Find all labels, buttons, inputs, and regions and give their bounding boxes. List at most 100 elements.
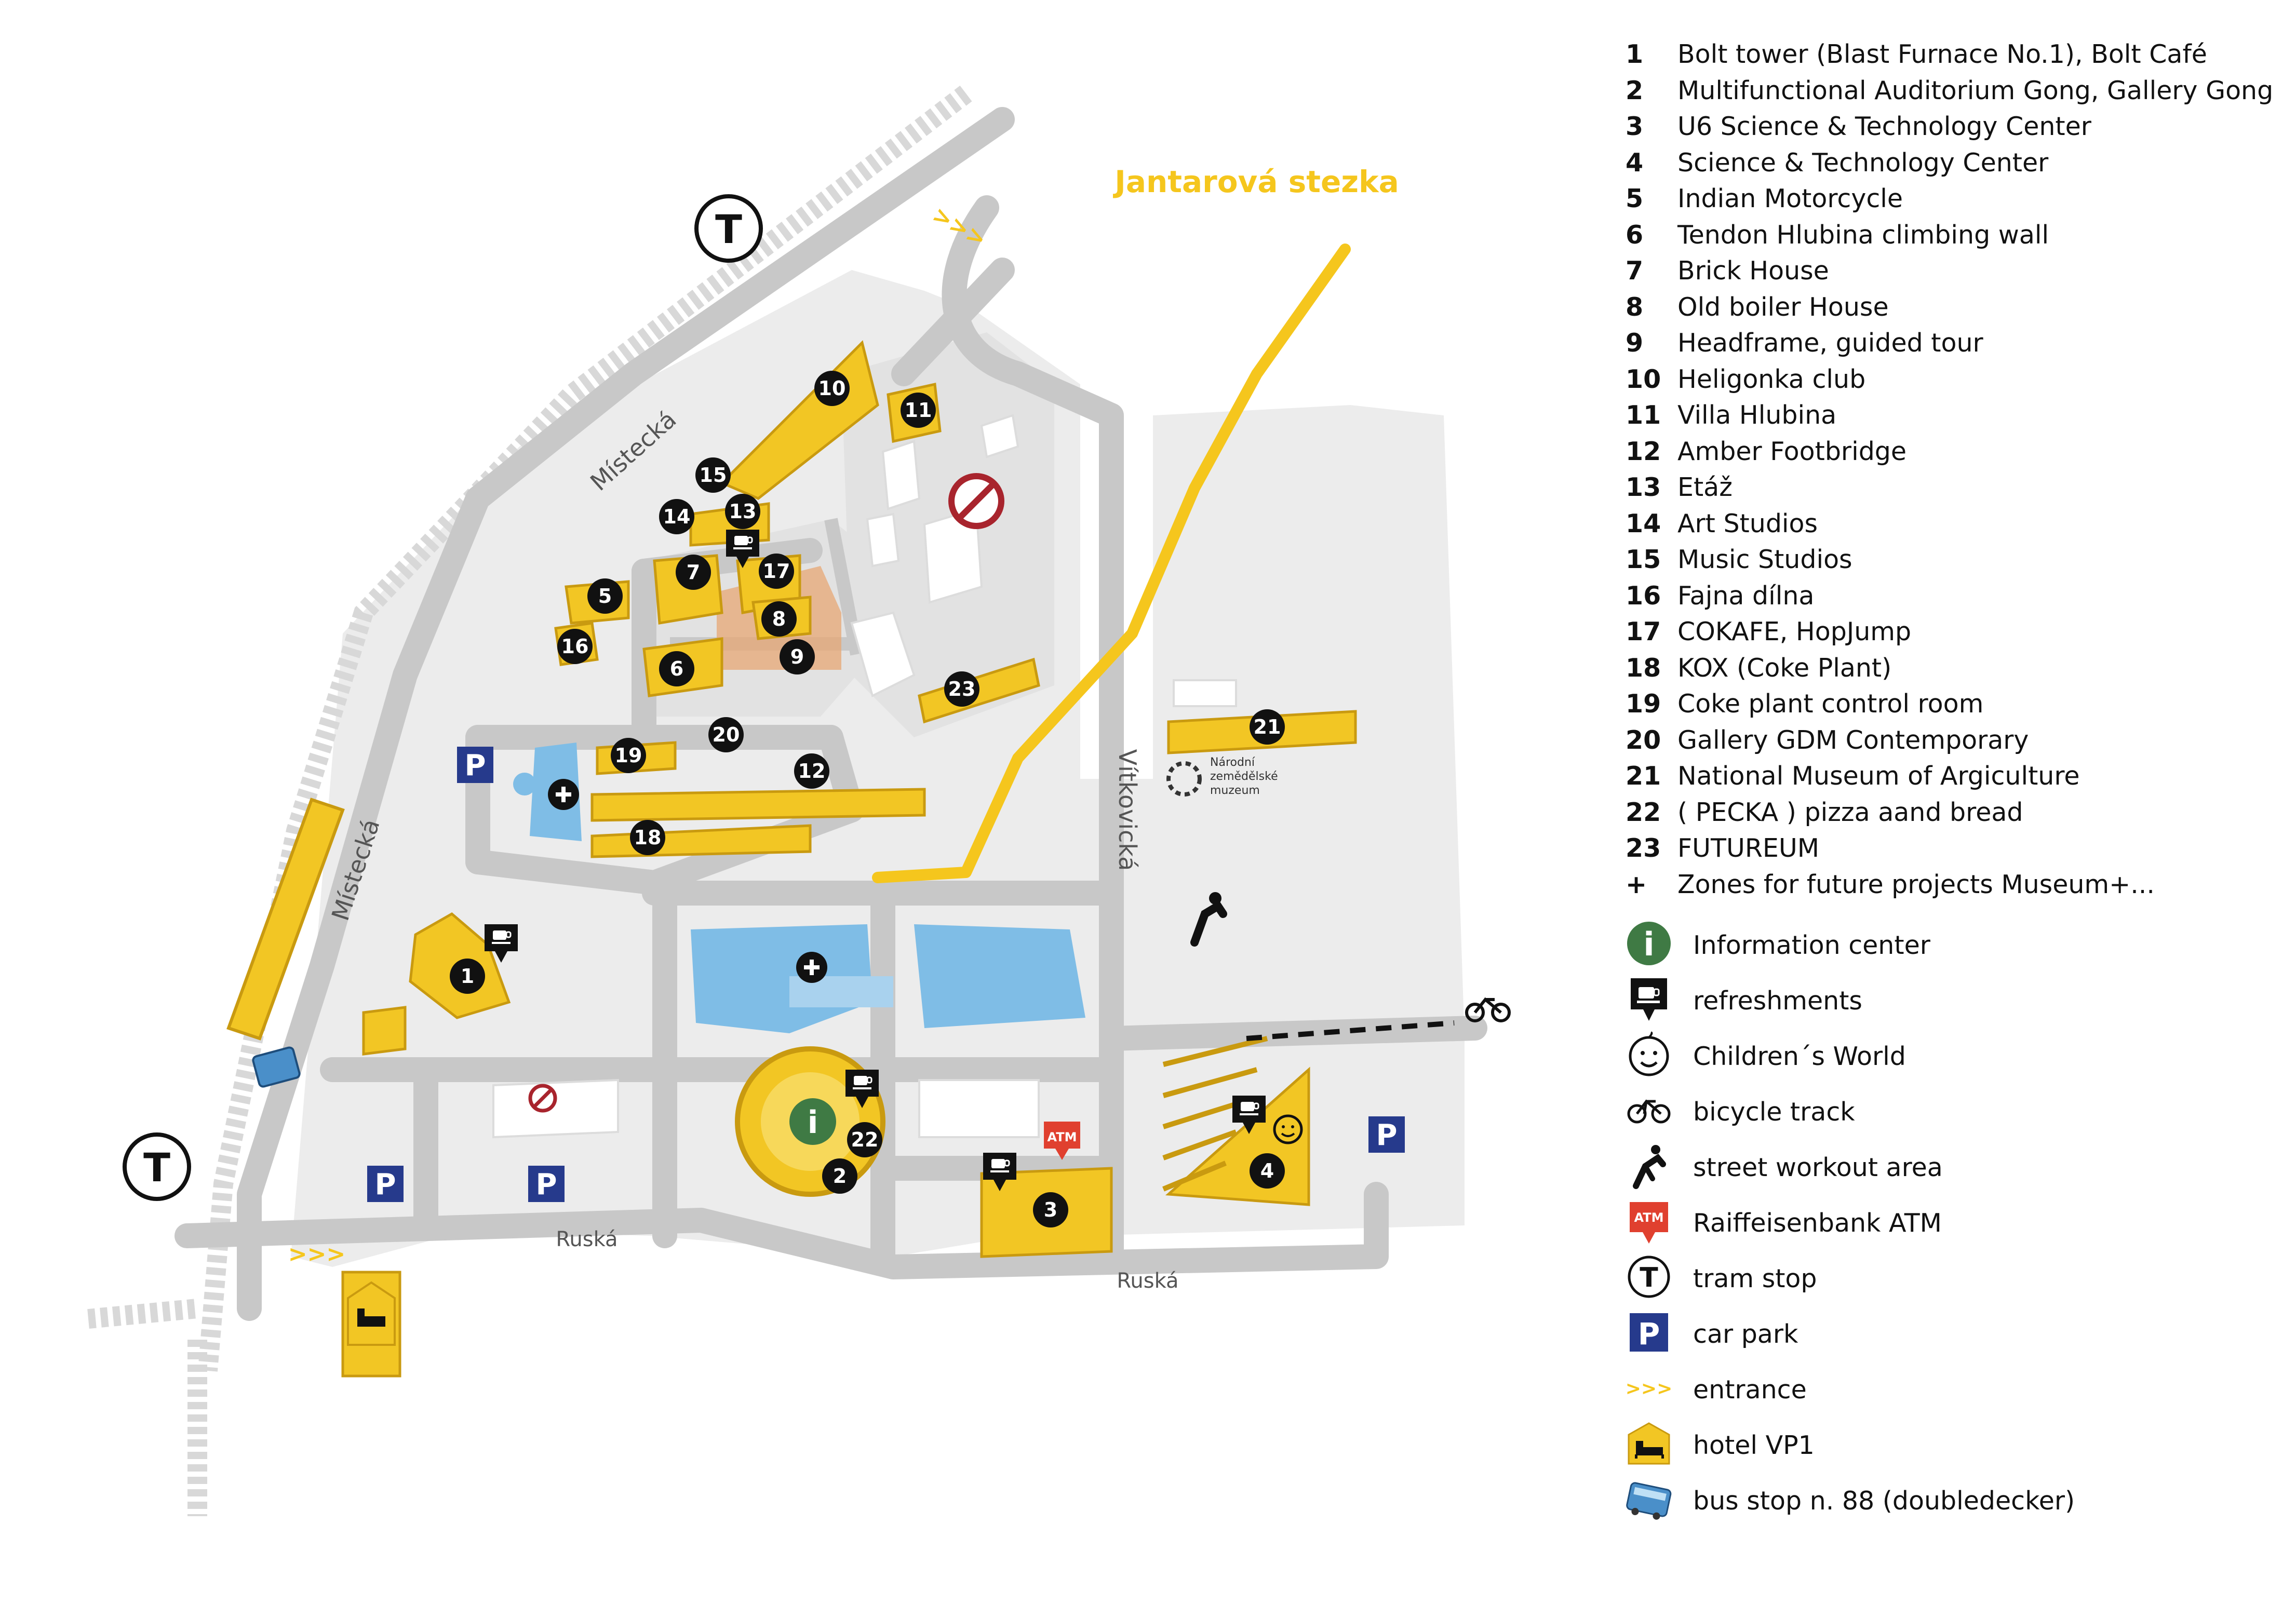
legend-number: 6 <box>1626 220 1644 250</box>
legend-label: Villa Hlubina <box>1677 400 1837 430</box>
svg-text:ATM: ATM <box>1634 1210 1664 1225</box>
marker-18: 18 <box>630 820 665 855</box>
svg-text:22: 22 <box>851 1128 879 1151</box>
legend-label: tram stop <box>1693 1264 1817 1293</box>
bicycle-icon <box>1465 997 1511 1022</box>
legend-label: Children´s World <box>1693 1042 1906 1071</box>
car-park-icon: P <box>367 1166 404 1202</box>
hotel-icon <box>1628 1422 1670 1465</box>
legend-label: Music Studios <box>1677 545 1852 574</box>
workout-icon <box>1190 892 1227 947</box>
workout-icon <box>1633 1145 1666 1189</box>
legend-label: car park <box>1693 1319 1798 1349</box>
legend-label: ( PECKA ) pizza aand bread <box>1677 797 2023 827</box>
car-park-icon: P <box>1630 1313 1668 1352</box>
legend-label: Headframe, guided tour <box>1677 328 1983 358</box>
no-entry-icon <box>528 1084 557 1113</box>
legend-label: hotel VP1 <box>1693 1431 1815 1460</box>
legend-label: Fajna dílna <box>1677 581 1815 611</box>
svg-text:23: 23 <box>948 678 976 700</box>
marker-23: 23 <box>944 671 979 707</box>
legend-label: Heligonka club <box>1677 364 1866 394</box>
legend-label: Gallery GDM Contemporary <box>1677 725 2029 755</box>
svg-text:15: 15 <box>700 464 727 487</box>
legend-refreshments: refreshments <box>1626 973 2280 1028</box>
svg-text:16: 16 <box>561 635 589 658</box>
legend-label: Etáž <box>1677 473 1733 502</box>
marker-4: 4 <box>1250 1153 1285 1189</box>
atm-icon: ATM <box>1630 1202 1668 1244</box>
building-markers: 1 2 3 4 5 6 7 8 9 10 11 12 13 14 15 16 1… <box>450 371 1285 1227</box>
symbols-legend: i Information center refreshments Childr… <box>1626 917 2280 1528</box>
svg-text:19: 19 <box>615 744 642 767</box>
legend-label: Coke plant control room <box>1677 689 1984 719</box>
marker-13: 13 <box>725 494 760 529</box>
svg-text:8: 8 <box>772 608 786 630</box>
site-map: Jantarová stezka Místecká Místecká Vítko… <box>87 85 1511 1516</box>
svg-text:P: P <box>1638 1316 1660 1352</box>
information-icon: i <box>1627 922 1671 965</box>
legend-label: street workout area <box>1693 1153 1943 1182</box>
svg-text:4: 4 <box>1260 1159 1274 1182</box>
legend-number: 20 <box>1626 725 1661 755</box>
legend-number: 21 <box>1626 761 1661 791</box>
svg-text:P: P <box>374 1168 396 1202</box>
legend-label: National Museum of Argiculture <box>1677 761 2080 791</box>
atm-icon: ATM <box>1044 1122 1080 1160</box>
marker-14: 14 <box>659 499 694 534</box>
svg-text:11: 11 <box>905 399 932 422</box>
svg-text:6: 6 <box>670 657 683 680</box>
legend-entrance: >>> entrance <box>1626 1361 2280 1417</box>
legend-car-park: P car park <box>1626 1306 2280 1361</box>
railway-track <box>87 85 972 1516</box>
legend-label: Science & Technology Center <box>1677 147 2049 178</box>
legend-information: i Information center <box>1626 917 2280 973</box>
legend-label: KOX (Coke Plant) <box>1677 653 1892 683</box>
legend-childrens-world: Children´s World <box>1626 1028 2280 1084</box>
legend-item: +Zones for future projects Museum+... <box>1626 867 2280 903</box>
national-museum-logo: Národní zemědělské muzeum <box>1166 756 1278 797</box>
legend-label: entrance <box>1693 1375 1807 1405</box>
legend-hotel: hotel VP1 <box>1626 1417 2280 1473</box>
marker-21: 21 <box>1250 709 1285 745</box>
legend-tram-stop: T tram stop <box>1626 1250 2280 1306</box>
svg-text:>>>: >>> <box>1626 1378 1672 1399</box>
legend-number: 8 <box>1626 292 1644 322</box>
legend-number: 11 <box>1626 400 1661 430</box>
legend-label: Multifunctional Auditorium Gong, Gallery… <box>1677 75 2274 105</box>
bus-stop-icon <box>252 1046 301 1088</box>
legend-label: FUTUREUM <box>1677 833 1819 863</box>
svg-text:10: 10 <box>818 377 846 400</box>
marker-7: 7 <box>676 555 711 590</box>
legend-number: 14 <box>1626 508 1661 538</box>
legend-number: 22 <box>1626 797 1661 827</box>
svg-text:13: 13 <box>729 500 757 523</box>
legend-label: bus stop n. 88 (doubledecker) <box>1693 1486 2075 1516</box>
svg-text:i: i <box>808 1104 818 1141</box>
hotel-icon <box>347 1281 396 1346</box>
legend-atm: ATM Raiffeisenbank ATM <box>1626 1195 2280 1250</box>
marker-2: 2 <box>822 1158 857 1194</box>
legend-number: 16 <box>1626 581 1661 611</box>
legend-number: 7 <box>1626 256 1644 286</box>
marker-16: 16 <box>557 629 593 664</box>
svg-text:9: 9 <box>790 645 804 668</box>
svg-text:21: 21 <box>1254 716 1281 738</box>
svg-text:14: 14 <box>663 505 691 528</box>
bicycle-icon <box>1627 1099 1671 1124</box>
legend-number: 23 <box>1626 833 1661 863</box>
car-park-icon: P <box>528 1166 565 1202</box>
svg-text:T: T <box>715 206 742 252</box>
svg-text:18: 18 <box>634 826 662 849</box>
svg-text:17: 17 <box>763 560 790 583</box>
marker-10: 10 <box>814 371 850 406</box>
svg-text:P: P <box>535 1168 557 1202</box>
